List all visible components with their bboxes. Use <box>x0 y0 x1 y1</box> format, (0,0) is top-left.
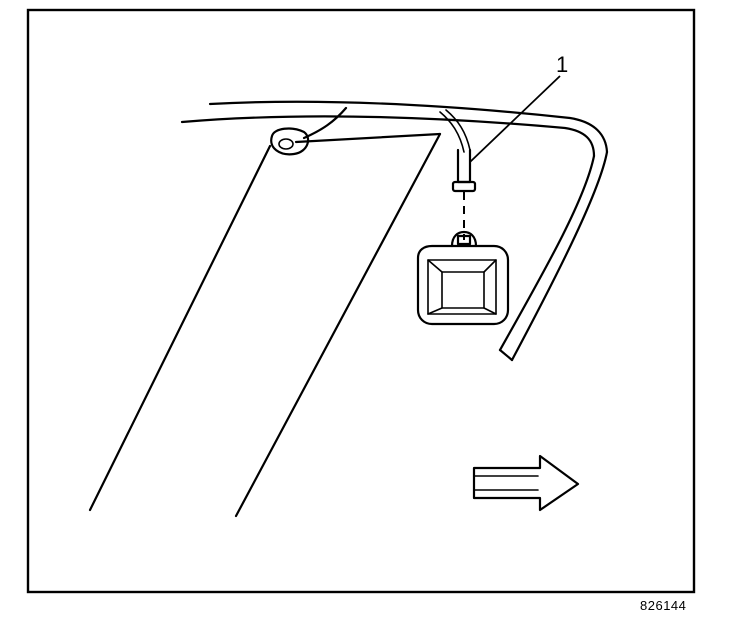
roof-headliner <box>180 100 609 158</box>
bulb-socket <box>451 148 477 193</box>
lamp-housing <box>416 230 510 326</box>
figure-id: 826144 <box>640 598 687 613</box>
callout-leader <box>469 75 561 163</box>
door-panel <box>88 132 442 518</box>
hinge-bracket <box>270 106 348 156</box>
right-arrow-icon <box>472 454 580 512</box>
callout-number: 1 <box>556 52 568 77</box>
wire-harness <box>439 109 471 153</box>
diagram-border <box>26 8 696 594</box>
rear-pillar <box>498 150 609 362</box>
